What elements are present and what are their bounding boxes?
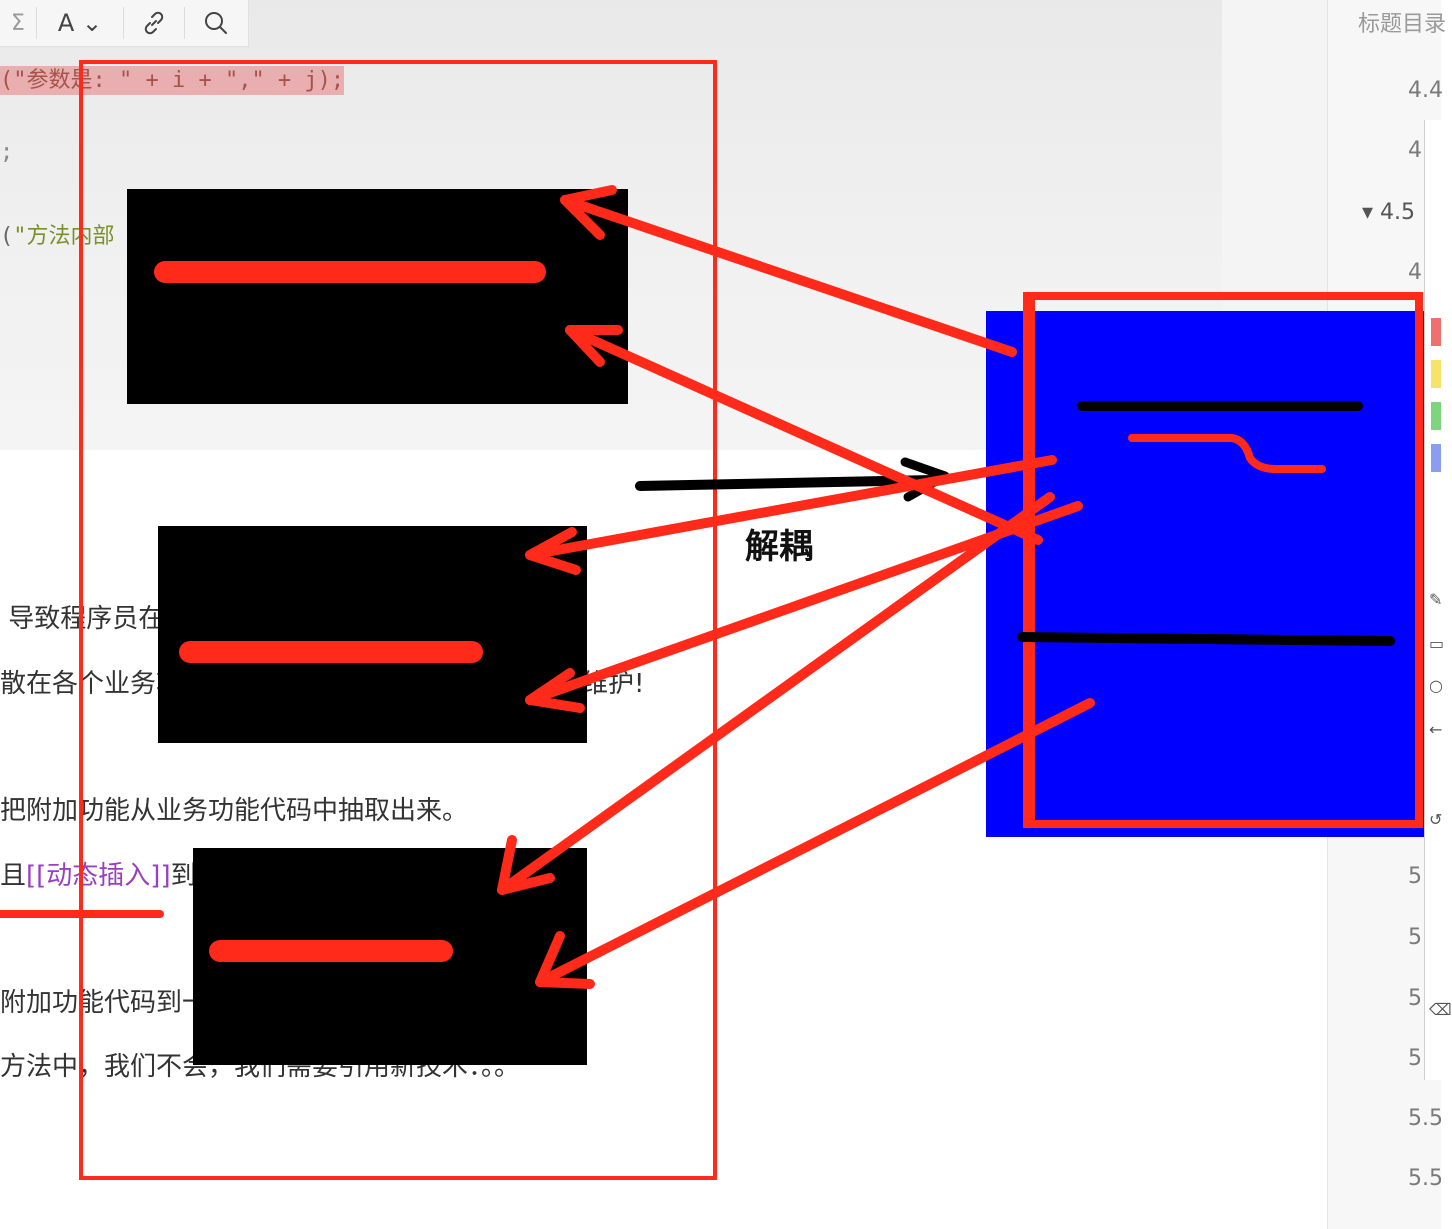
sigma-icon[interactable]: Σ <box>11 10 25 36</box>
toolbar-divider <box>123 7 124 39</box>
outline-item[interactable]: 5 <box>1408 1046 1422 1071</box>
outline-item[interactable]: ▾ 4.5 <box>1362 200 1416 225</box>
code-line: ("方法内部 <box>0 218 115 250</box>
text-span: 到 <box>170 861 197 891</box>
outline-item[interactable]: 5.5 <box>1408 1106 1443 1131</box>
paragraph-text: 附加功能代码到一 <box>0 988 209 1018</box>
text-span: 且 <box>0 861 27 891</box>
color-swatch-yellow[interactable] <box>1431 360 1441 388</box>
code-line: ; <box>0 140 14 165</box>
toolbar-divider <box>36 7 37 39</box>
outline-title: 标题目录 <box>1358 12 1447 37</box>
wiki-link[interactable]: [[动态插入]] <box>26 861 171 891</box>
color-swatch-blue[interactable] <box>1431 444 1441 472</box>
code-string: "参数是: " <box>13 68 133 93</box>
paragraph-text: 且[[动态插入]]到 <box>0 855 197 892</box>
black-box-2 <box>158 526 587 743</box>
color-swatch-red[interactable] <box>1431 318 1441 346</box>
pen-tool-icon[interactable]: ✎ <box>1429 590 1443 609</box>
toolbar-divider <box>184 7 185 39</box>
undo-icon[interactable]: ↺ <box>1429 810 1443 829</box>
search-icon[interactable] <box>185 0 247 46</box>
code-token: ( <box>0 68 14 93</box>
paragraph-text: 散在各个业务功 <box>0 669 183 699</box>
red-curve <box>1128 434 1326 474</box>
ellipse-tool-icon[interactable]: ○ <box>1429 676 1443 695</box>
code-string: "方法内部 <box>13 224 115 249</box>
decouple-label: 解耦 <box>745 527 813 567</box>
code-token: ( <box>0 224 14 249</box>
outline-item[interactable]: 4 <box>1408 138 1422 163</box>
format-toolbar: Σ A ⌄ <box>0 0 249 47</box>
outline-item[interactable]: 5 <box>1408 864 1422 889</box>
paragraph-text: 导致程序员在 <box>0 604 165 634</box>
black-arrow <box>635 475 940 491</box>
link-icon[interactable] <box>124 0 184 46</box>
outline-item[interactable]: 4.4 <box>1408 78 1443 103</box>
outline-item[interactable]: 5 <box>1408 925 1422 950</box>
red-frame <box>79 60 717 1180</box>
black-box-1 <box>127 189 628 404</box>
color-swatch-green[interactable] <box>1431 402 1441 430</box>
paragraph-text: 把附加功能从业务功能代码中抽取出来。 <box>0 796 469 826</box>
annotation-tool-panel: ✎ ▭ ○ ← ↺ ⌫ <box>1424 120 1452 1080</box>
red-arrows <box>497 185 1095 989</box>
arrow-tool-icon[interactable]: ← <box>1429 720 1443 739</box>
code-line: ("参数是: " + i + "," + j); <box>0 62 345 95</box>
black-line-bottom <box>1017 632 1395 646</box>
outline-item[interactable]: 5.5 <box>1408 1166 1443 1191</box>
blue-box <box>986 311 1424 837</box>
blue-box-red-frame <box>1023 292 1423 828</box>
erase-icon[interactable]: ⌫ <box>1429 1000 1452 1019</box>
rectangle-tool-icon[interactable]: ▭ <box>1429 634 1445 653</box>
font-color-icon[interactable]: A ⌄ <box>57 9 103 37</box>
code-token: + i + "," + j); <box>132 68 345 93</box>
outline-item[interactable]: 4 <box>1408 260 1422 285</box>
outline-item[interactable]: 5 <box>1408 986 1422 1011</box>
